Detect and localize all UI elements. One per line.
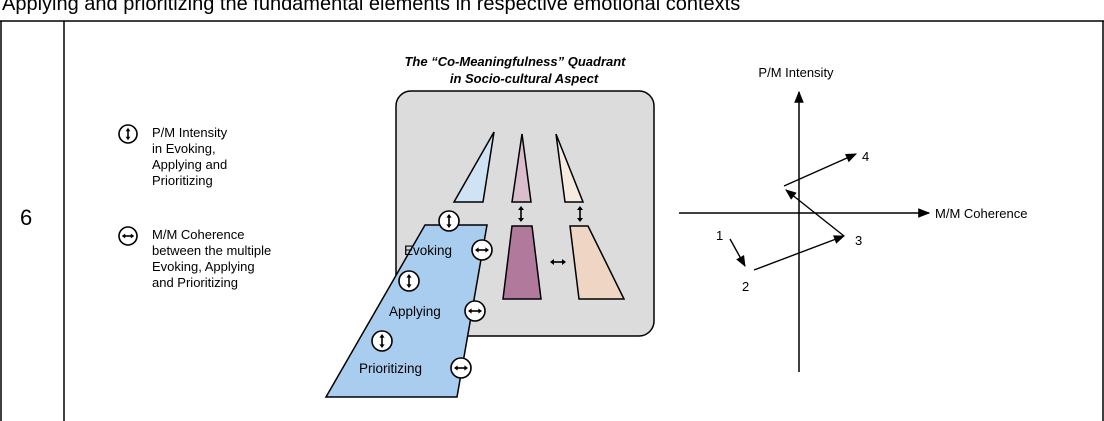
horizontal-double-arrow-icon (450, 357, 472, 379)
vertical-arrow-peach (577, 206, 583, 222)
quadrant-title-line1: The “Co-Meaningfulness” Quadrant (404, 54, 626, 69)
legend-intensity: P/M Intensity in Evoking, Applying and P… (118, 124, 338, 194)
vertical-double-arrow-icon (371, 330, 393, 352)
legend-intensity-line: Applying and (152, 157, 228, 172)
stage-label-evoking: Evoking (404, 243, 452, 258)
legend-coherence-line: M/M Coherence (152, 227, 245, 242)
legend-coherence: M/M Coherence between the multiple Evoki… (118, 226, 348, 296)
legend-coherence-line: between the multiple (152, 243, 272, 258)
stage-label-applying: Applying (389, 304, 441, 319)
path-arrow-2-3 (753, 235, 846, 271)
row-number: 6 (20, 205, 33, 230)
y-axis-label: P/M Intensity (758, 65, 834, 80)
vertical-double-arrow-icon (438, 210, 460, 232)
vertical-double-arrow-icon (398, 270, 420, 292)
horizontal-double-arrow-icon (464, 300, 486, 322)
header-text: Applying and prioritizing the fundamenta… (2, 0, 741, 15)
wedge-peach-top (555, 133, 585, 203)
quadrant-title-line2: in Socio-cultural Aspect (450, 71, 599, 86)
legend-coherence-line: and Prioritizing (152, 275, 238, 290)
point-label-4: 4 (862, 149, 869, 164)
point-label-1: 1 (716, 228, 723, 243)
legend-intensity-line: in Evoking, (152, 141, 216, 156)
x-axis-label: M/M Coherence (935, 206, 1027, 221)
wedge-blue-top (452, 131, 495, 203)
horizontal-arrow-trapezoids (550, 259, 566, 265)
path-arrow-to-4 (783, 153, 858, 187)
horizontal-double-arrow-icon (118, 226, 138, 246)
legend-coherence-line: Evoking, Applying (152, 259, 255, 274)
trapezoid-peach (569, 225, 626, 300)
legend-intensity-line: P/M Intensity (152, 125, 228, 140)
point-label-2: 2 (742, 279, 749, 294)
stage-label-prioritizing: Prioritizing (359, 361, 422, 376)
stage-band (324, 224, 488, 398)
trapezoid-mauve (502, 225, 542, 300)
vertical-arrow-mauve (518, 206, 524, 222)
point-label-3: 3 (855, 233, 862, 248)
path-arrow-1-2 (729, 238, 746, 267)
wedge-mauve-top (511, 133, 532, 203)
path-arrow-3-back (785, 189, 845, 237)
vertical-double-arrow-icon (118, 124, 138, 144)
horizontal-double-arrow-icon (471, 239, 493, 261)
legend-intensity-line: Prioritizing (152, 173, 213, 188)
